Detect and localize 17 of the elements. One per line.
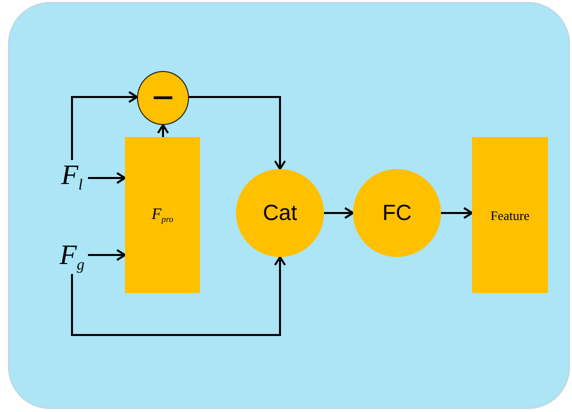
node-label: Feature xyxy=(490,208,530,222)
arrow xyxy=(441,207,473,219)
block-rectangle xyxy=(125,137,200,293)
node-label: Cat xyxy=(262,202,298,224)
arrow xyxy=(71,91,138,160)
block-rectangle xyxy=(472,137,548,293)
node-label: F$_{l}$ xyxy=(61,162,83,192)
arrow xyxy=(88,249,126,261)
arrow xyxy=(88,172,126,184)
arrow xyxy=(157,124,169,137)
node-label: F$_{g}$ xyxy=(60,242,84,272)
node-label: FC xyxy=(382,202,412,224)
arrow xyxy=(188,96,286,170)
minus-sign: − xyxy=(152,78,174,118)
node-label: F$_{pro}$ xyxy=(152,206,174,224)
arrow xyxy=(324,207,354,219)
arrow xyxy=(71,256,286,336)
